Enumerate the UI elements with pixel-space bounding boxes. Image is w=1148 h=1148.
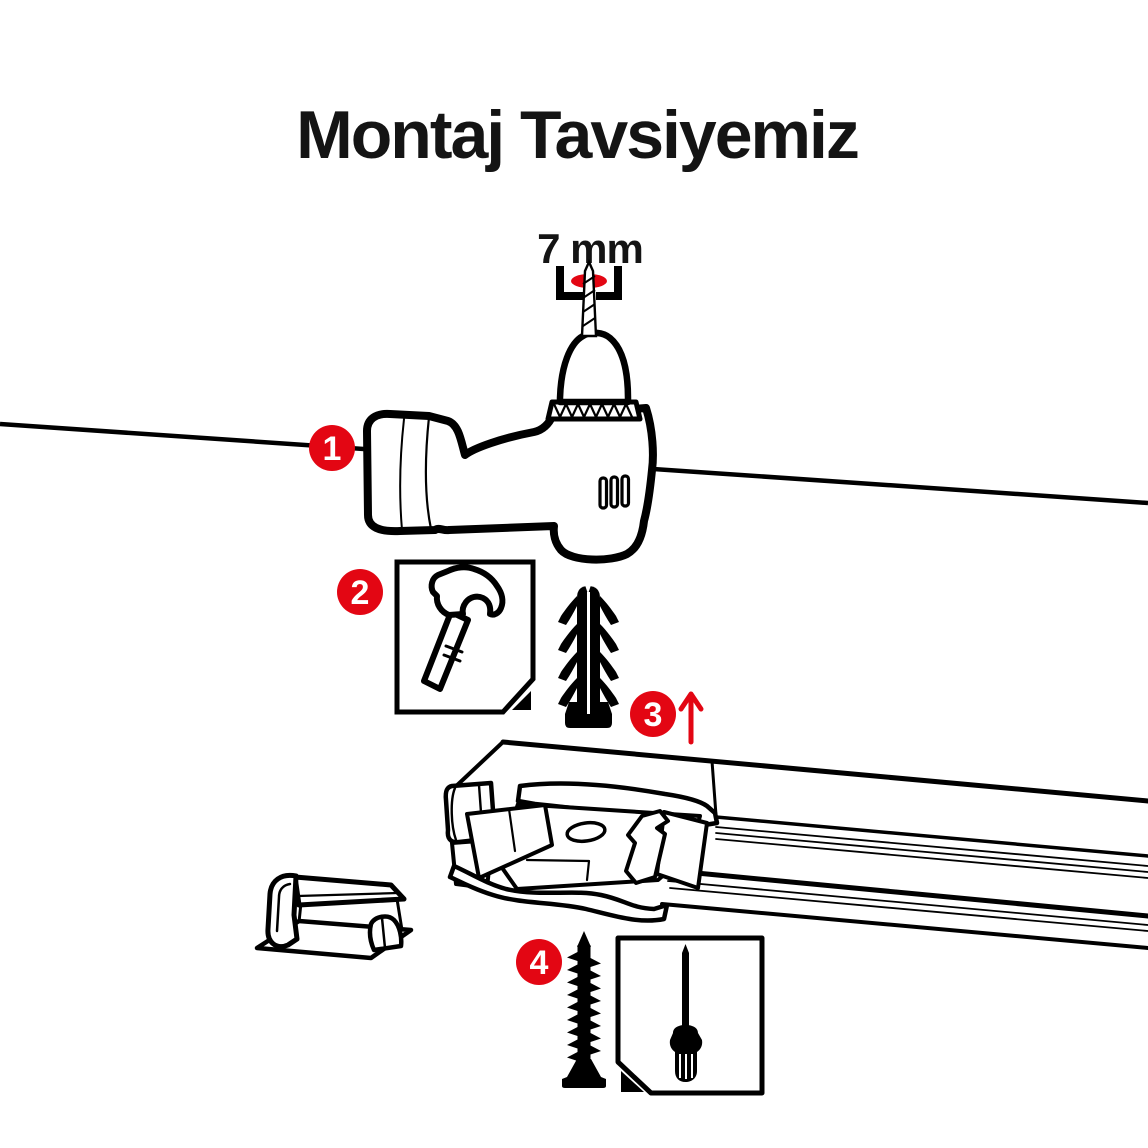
step-badge-3: 3 [630,691,676,737]
screw-icon [562,931,606,1088]
drill-bit-flutes [582,275,596,327]
step-2-number: 2 [351,574,370,612]
rail-backwall-end [710,759,718,817]
bracket-piece-hook [265,872,300,949]
step-4-number: 4 [530,944,549,982]
wallplug-collar [565,702,612,728]
screw-head [562,1059,606,1088]
bracket-piece-foot-line [380,916,387,950]
drill-chuck [556,329,632,406]
hammer-icon [421,564,506,692]
drill-battery-line [399,418,405,531]
wallplug-icon [558,585,619,728]
screw-shaft [577,945,591,1061]
rail-front-top-edge [714,815,1148,858]
rail-lower-grooves [667,880,1148,932]
drill-hole-markers: 7 mm [537,225,644,338]
drill-chuck-teeth [552,402,634,419]
box-corner-triangle [512,691,531,710]
rail-groove-lines [715,826,1148,879]
rail-left-edge [450,740,505,792]
bracket-left-wing-fold [507,807,517,853]
page-title: Montaj Tavsiyemiz [296,97,858,173]
step-badge-1: 1 [309,425,355,471]
step-badge-2: 2 [337,569,383,615]
hammer-head [428,564,506,618]
rail-bottom-edge [660,902,1148,950]
up-arrow-icon [678,691,704,745]
arrow-head [678,691,704,712]
step-4-circle [516,939,562,985]
drill-body [363,404,657,564]
hole-corner-left [556,266,584,300]
rail-top-edge [500,739,1148,804]
hammer-handle [421,609,471,692]
screw-threads-left [567,952,578,1061]
bracket-piece-hook-line [275,882,292,933]
bracket-left-wing [465,803,554,880]
bracket-bottom-lip [447,863,670,923]
bracket-piece-top-bar [292,874,407,908]
screwdriver-box [615,935,765,1096]
step-badge-4: 4 [516,939,562,985]
wallplug-notch [585,585,591,594]
rail-with-bracket-icon [443,739,1148,950]
step-3-circle [630,691,676,737]
step-3-number: 3 [644,696,663,734]
bracket-piece-top-line [296,891,400,898]
screw-tip [577,931,591,947]
step-2-circle [337,569,383,615]
drill-icon [363,329,657,564]
wallplug-barbs [558,596,619,707]
bracket-right-clip [624,809,670,885]
screwdriver-handle [669,1025,703,1082]
hammer-handle-marks [442,644,464,663]
bracket-plate-notch [525,858,591,882]
drill-vent [609,475,620,509]
hammer-box [394,559,536,715]
box-corner-triangle [621,1071,644,1092]
screw-threads-right [590,958,601,1055]
drill-vent [620,474,631,508]
ceiling-bracket-icon [254,872,414,961]
screwdriver-box-frame [615,935,765,1096]
hole-corner-right [596,266,622,300]
drill-battery-edge [424,415,433,531]
screwdriver-icon [669,944,703,1082]
step-1-number: 1 [323,430,342,468]
bracket-piece-foot [367,914,404,953]
step-1-circle [309,425,355,471]
screwdriver-handle-ribs [679,1054,693,1079]
rail-mid-edge [662,867,1148,919]
bracket-screw-hole [565,820,607,844]
drill-vent [598,476,609,510]
screwdriver-shaft [682,944,689,1029]
wallplug-slot [587,592,590,714]
